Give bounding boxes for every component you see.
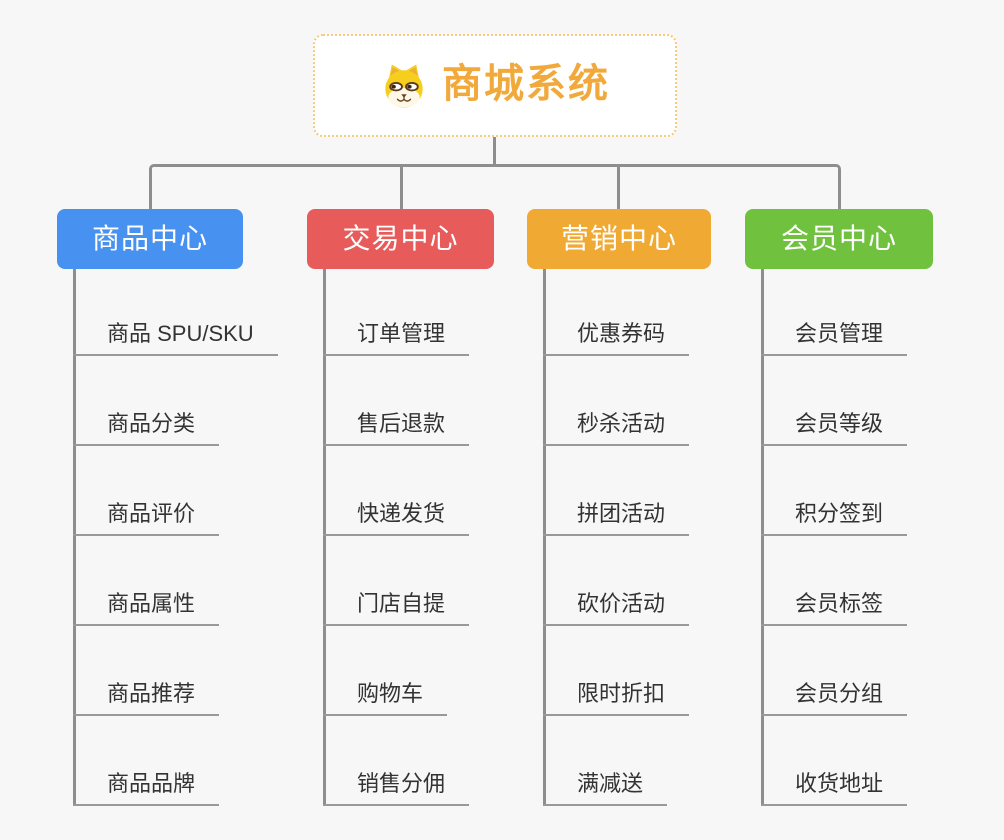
branch-trunk-line	[761, 269, 764, 806]
leaf-node[interactable]: 商品评价	[73, 498, 220, 536]
leaf-node[interactable]: 购物车	[323, 678, 448, 716]
branch-trunk-line	[543, 269, 546, 806]
connector-drop-marketing	[617, 166, 620, 210]
leaf-node[interactable]: 商品品牌	[73, 768, 220, 806]
branch-node-product-center[interactable]: 商品中心	[57, 209, 243, 269]
leaf-node[interactable]: 商品分类	[73, 408, 220, 446]
leaf-node[interactable]: 销售分佣	[323, 768, 470, 806]
leaf-node[interactable]: 商品属性	[73, 588, 220, 626]
branch-trunk-line	[323, 269, 326, 806]
root-node[interactable]: 商城系统	[313, 34, 677, 137]
branch-trunk-line	[73, 269, 76, 806]
leaf-node[interactable]: 积分签到	[761, 498, 908, 536]
branch-node-member-center[interactable]: 会员中心	[745, 209, 933, 269]
leaf-node[interactable]: 快递发货	[323, 498, 470, 536]
leaf-node[interactable]: 会员分组	[761, 678, 908, 716]
dog-face-icon	[380, 63, 428, 109]
branch-node-marketing-center[interactable]: 营销中心	[527, 209, 711, 269]
leaf-node[interactable]: 满减送	[543, 768, 668, 806]
leaf-node[interactable]: 商品推荐	[73, 678, 220, 716]
leaf-node[interactable]: 砍价活动	[543, 588, 690, 626]
leaf-node[interactable]: 门店自提	[323, 588, 470, 626]
leaf-node[interactable]: 拼团活动	[543, 498, 690, 536]
leaf-node[interactable]: 订单管理	[323, 318, 470, 356]
leaf-node[interactable]: 优惠券码	[543, 318, 690, 356]
leaf-node[interactable]: 会员管理	[761, 318, 908, 356]
leaf-node[interactable]: 收货地址	[761, 768, 908, 806]
leaf-node[interactable]: 商品 SPU/SKU	[73, 318, 278, 356]
root-title: 商城系统	[442, 61, 610, 106]
branch-connector-frame	[149, 164, 841, 210]
root-stem-line	[493, 137, 496, 166]
leaf-node[interactable]: 限时折扣	[543, 678, 690, 716]
leaf-node[interactable]: 会员标签	[761, 588, 908, 626]
connector-drop-trade	[400, 166, 403, 210]
branch-node-trade-center[interactable]: 交易中心	[307, 209, 494, 269]
leaf-node[interactable]: 秒杀活动	[543, 408, 690, 446]
leaf-node[interactable]: 售后退款	[323, 408, 470, 446]
leaf-node[interactable]: 会员等级	[761, 408, 908, 446]
